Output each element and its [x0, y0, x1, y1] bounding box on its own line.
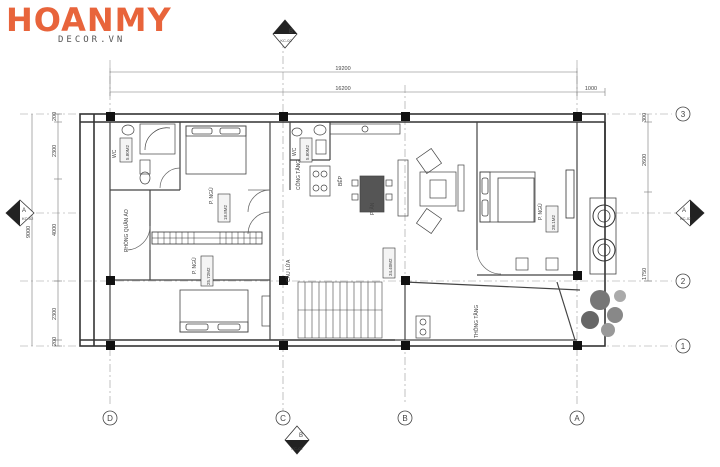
svg-text:B: B — [289, 29, 293, 35]
wardrobes — [151, 169, 575, 245]
room-label-bedroom-2: P. NGỦ — [191, 257, 198, 274]
axis-bubble-2: 2 — [675, 273, 691, 289]
svg-text:1: 1 — [681, 342, 686, 351]
room-label-utility: CÔNG TẮNG — [294, 160, 302, 190]
grid-lines — [20, 40, 690, 425]
section-marker-b-bottom: B KC-02 — [284, 425, 310, 455]
room-label-dining: P. ĂN — [369, 202, 376, 215]
svg-text:A: A — [574, 414, 580, 423]
room-label-bedroom-1: P. NGỦ — [208, 187, 215, 204]
dim-left-2: 4000 — [52, 224, 58, 236]
brand-logo: HOANMY — [6, 1, 172, 39]
structural-columns — [106, 112, 582, 350]
room-area-bedroom-3: 28.1M2 — [551, 214, 556, 230]
svg-text:D: D — [107, 414, 113, 423]
staircase — [297, 281, 383, 339]
dim-left-0: 200 — [52, 112, 58, 121]
outer-walls — [79, 113, 606, 347]
dim-sub: 16200 — [335, 86, 350, 92]
room-labels: WC 5.80M2 P. NGỦ 18.8M2 PHÒNG QUẦN ÁO P.… — [112, 144, 556, 338]
room-label-wc-mid: WC — [292, 147, 298, 156]
svg-text:KC-02: KC-02 — [680, 216, 692, 221]
door-swings — [125, 167, 502, 275]
axis-bubble-3: 3 — [675, 106, 691, 122]
axis-bubble-1: 1 — [675, 338, 691, 354]
svg-text:KC-02: KC-02 — [22, 216, 34, 221]
section-markers: B KC-02 B KC-02 A KC-02 A KC-02 — [5, 19, 705, 455]
svg-text:KC-02: KC-02 — [280, 38, 292, 43]
area-boxes — [119, 137, 559, 287]
svg-text:A: A — [22, 208, 26, 214]
axis-bubble-d: D — [102, 410, 118, 426]
dim-small: 1000 — [585, 86, 597, 92]
section-marker-b-top: B KC-02 — [272, 19, 298, 49]
dim-right-2: 1750 — [642, 268, 648, 280]
room-area-wc-mid: 5.80M2 — [305, 144, 310, 160]
dim-left-1: 2300 — [52, 145, 58, 157]
section-marker-a-right: A KC-02 — [675, 199, 705, 227]
bedroom-furniture — [261, 257, 559, 339]
dim-right-0: 300 — [642, 113, 648, 122]
dim-left-4: 200 — [52, 337, 58, 346]
section-marker-a-left: A KC-02 — [5, 199, 35, 227]
brand-subtitle: DECOR.VN — [58, 35, 126, 45]
svg-text:C: C — [280, 414, 286, 423]
svg-text:A: A — [682, 208, 686, 214]
room-area-dining: 34.40M2 — [388, 258, 393, 276]
beds — [179, 125, 536, 333]
room-area-bedroom-2: 25.72M2 — [206, 267, 211, 285]
room-label-wardrobe: PHÒNG QUẦN ÁO — [123, 209, 130, 252]
axis-bubble-b: B — [397, 410, 413, 426]
room-label-void: THÔNG TẦNG — [473, 305, 480, 338]
svg-text:2: 2 — [681, 277, 686, 286]
axis-markers: D C B A 3 2 1 — [102, 106, 691, 426]
room-area-wc-left: 5.80M2 — [125, 144, 130, 160]
dimension-texts: 19200 16200 1000 200 2300 4000 2300 200 … — [26, 66, 648, 346]
kitchen-dining — [309, 123, 465, 235]
svg-text:KC-02: KC-02 — [291, 446, 303, 451]
svg-text:B: B — [299, 433, 303, 439]
interior-walls — [109, 122, 581, 341]
svg-text:3: 3 — [681, 110, 686, 119]
dimension-lines — [31, 68, 652, 347]
room-label-kitchen: BẾP — [337, 175, 344, 186]
room-label-bedroom-3: P. NGỦ — [537, 203, 544, 220]
balcony-plants — [581, 197, 626, 337]
dim-left-3: 2300 — [52, 308, 58, 320]
room-label-fire-stair: CẦU LỬA — [285, 259, 292, 282]
dim-right-1: 2600 — [642, 154, 648, 166]
bathroom-fixtures — [121, 123, 327, 185]
room-area-bedroom-1: 18.8M2 — [223, 204, 228, 220]
room-label-wc-left: WC — [112, 149, 118, 158]
dim-total: 19200 — [335, 66, 350, 72]
dim-side-total: 9000 — [26, 226, 32, 238]
svg-text:B: B — [402, 414, 407, 423]
axis-bubble-c: C — [275, 410, 291, 426]
axis-bubble-a: A — [569, 410, 585, 426]
